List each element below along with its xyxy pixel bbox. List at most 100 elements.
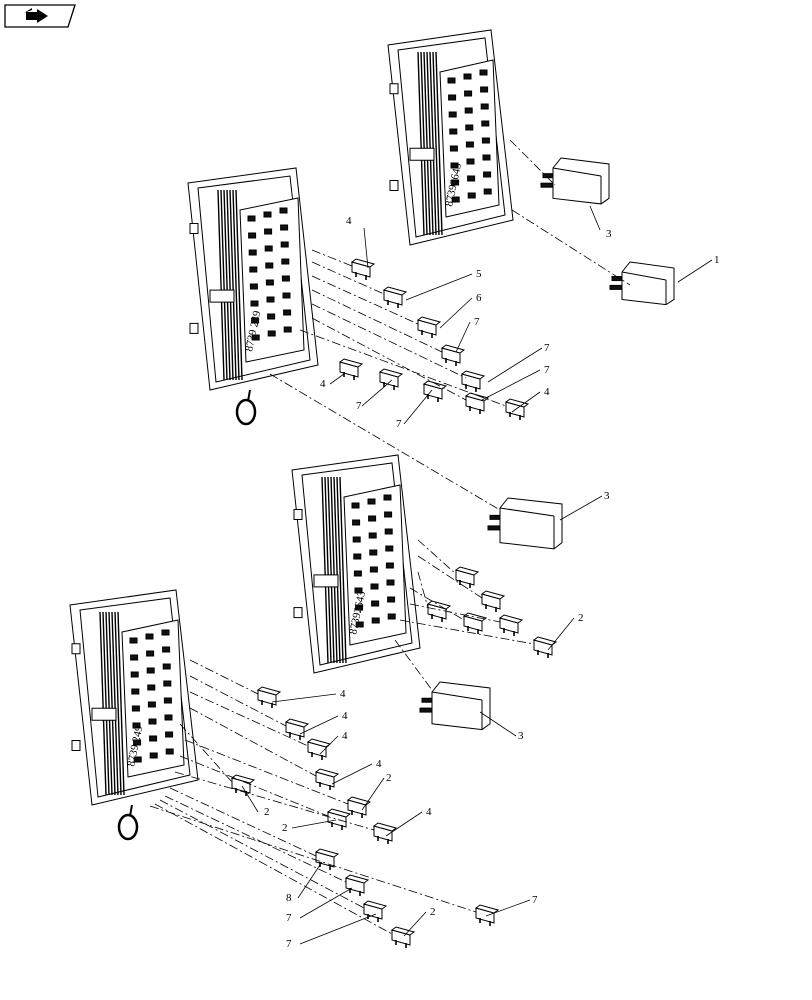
callout-leader [455, 321, 471, 353]
fuse-slot [351, 502, 360, 509]
callout-number: 4 [426, 806, 432, 818]
mini-fuse [480, 590, 506, 612]
fuse-slot [353, 553, 362, 560]
callout-number: 4 [544, 386, 550, 398]
fuse-box-clip [209, 289, 235, 303]
callout-leader [385, 811, 423, 837]
fuse-slot [162, 663, 171, 670]
fuse-box-rib [321, 476, 329, 664]
fuse-slot [387, 596, 396, 603]
fuse-slot [267, 330, 276, 337]
mini-fuse-top [532, 636, 558, 646]
fuse-slot [249, 266, 258, 273]
mini-fuse-top [462, 612, 488, 622]
callout-number: 2 [386, 772, 392, 784]
fuse-slot [463, 73, 472, 80]
fuse-box-rib [223, 189, 231, 381]
fuse-box-rib [108, 611, 116, 796]
fuse-box-rib [229, 189, 237, 381]
fuse-box-clip [409, 147, 435, 161]
fuse-slot [386, 579, 395, 586]
fuse-slot [282, 292, 291, 299]
callout-leader [677, 259, 713, 283]
fuse-box-rib [235, 189, 243, 381]
centerline [299, 329, 507, 407]
mini-fuse [422, 380, 448, 402]
callout-number: 4 [376, 758, 382, 770]
fuse-slot [130, 671, 139, 678]
fuse-box-rib [330, 476, 338, 664]
callout-number: 7 [544, 364, 550, 376]
mini-fuse [346, 796, 372, 818]
fuse-slot [161, 629, 170, 636]
callout-number: 7 [544, 342, 550, 354]
fuse-slot [266, 296, 275, 303]
relay [609, 261, 675, 306]
callout-number: 7 [474, 316, 480, 328]
centerline [417, 555, 483, 599]
mini-fuse-top [460, 370, 486, 380]
fuse-slot [283, 326, 292, 333]
mount-ear [389, 180, 399, 191]
fuse-slot [383, 494, 392, 501]
fuse-slot [281, 258, 290, 265]
mini-fuse-top [314, 848, 340, 858]
fuse-slot [281, 275, 290, 282]
callout-leader [299, 887, 353, 919]
fuse-slot [131, 705, 140, 712]
callout-number: 7 [396, 418, 402, 430]
parts [230, 157, 675, 948]
fuse-slot [264, 228, 273, 235]
callout-number: 1 [714, 254, 720, 266]
callout-leader [511, 391, 541, 413]
fuse-slot [265, 262, 274, 269]
centerline [511, 209, 631, 286]
nav-return-button[interactable] [4, 4, 76, 28]
relay-edge [431, 691, 483, 701]
centerline [311, 275, 419, 325]
fuse-box: 8739 249 [69, 589, 199, 841]
mini-fuse [460, 370, 486, 392]
fuse-box-rib [327, 476, 335, 664]
fuse-slot [162, 646, 171, 653]
fuse-slot [149, 752, 158, 759]
mount-ear [71, 643, 81, 655]
fuse-slot [448, 111, 457, 118]
relay-pin [540, 182, 554, 188]
mini-fuse [474, 904, 500, 926]
callout-leader [271, 693, 337, 703]
callout-number: 2 [264, 806, 270, 818]
fuse-slot [481, 137, 490, 144]
fuse-box-rib [99, 611, 107, 796]
centerline [189, 659, 259, 695]
mini-fuse [504, 398, 530, 420]
mini-fuse [426, 600, 452, 622]
fuse-box-rib [226, 189, 234, 381]
fuse-box-rib [420, 51, 428, 236]
fuse-slot [267, 313, 276, 320]
callout-number: 8 [286, 892, 292, 904]
fuse-box-clip [91, 707, 117, 721]
callout-number: 5 [476, 268, 482, 280]
mini-fuse [454, 566, 480, 588]
fuse-slot [165, 748, 174, 755]
relay-edge [499, 507, 555, 517]
centerline [169, 787, 317, 857]
fuse-slot [353, 570, 362, 577]
relay-pin [609, 284, 623, 290]
relay-pin [419, 707, 433, 713]
fuse-slot [147, 701, 156, 708]
callout-leader [481, 369, 541, 401]
centerline [154, 803, 393, 935]
fuse-slot [133, 756, 142, 763]
mount-ear [189, 322, 199, 334]
fuse-slot [449, 128, 458, 135]
fuse-slot [466, 158, 475, 165]
centerline [189, 707, 317, 777]
fuse-slot [467, 175, 476, 182]
centerline [311, 289, 443, 353]
mini-fuse-top [464, 392, 490, 402]
fuse-slot [251, 334, 260, 341]
callout-leader [559, 495, 603, 521]
mount-ear [71, 740, 81, 751]
